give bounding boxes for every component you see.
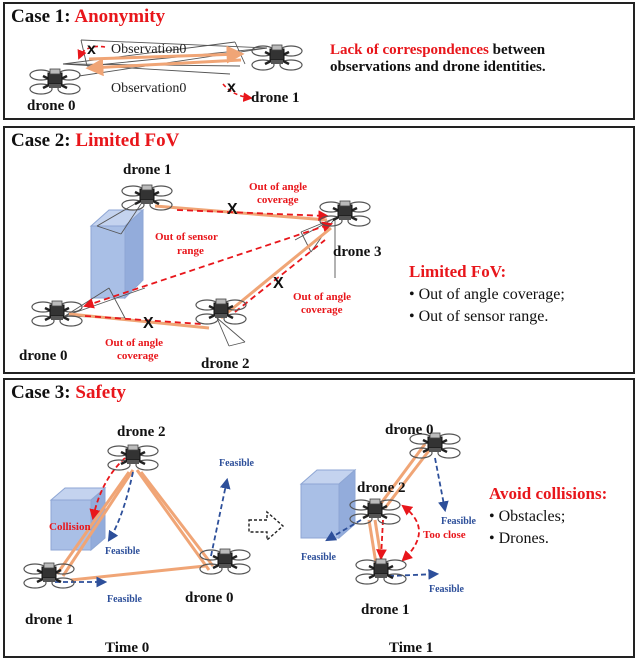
case3-t0-feasible-label-c: Feasible	[219, 458, 255, 469]
case1-x-mark-a: x	[87, 41, 96, 58]
case2-note-angle-right-1: Out of angle	[293, 291, 351, 303]
case3-t1-drone-1	[354, 557, 408, 586]
case1-diagram: x x Observation0 Observation0 drone 0 dr…	[27, 39, 304, 114]
case2-x-mark-0-2: X	[143, 315, 154, 332]
case1-description: Lack of correspondences between observat…	[330, 42, 546, 75]
case2-note-angle-right-2: coverage	[301, 304, 343, 316]
case2-drone-3-label: drone 3	[333, 244, 381, 260]
case3-diagram: drone 2 drone 1 drone 0 Collision Feasib…	[22, 422, 477, 656]
case2-note-angle-bottom-2: coverage	[117, 350, 159, 362]
case1-drone-0-label: drone 0	[27, 98, 75, 114]
case3-t1-too-close-label: Too close	[423, 529, 466, 541]
case3-t0-drone-2-label: drone 2	[117, 424, 165, 440]
case2-x-mark-1-3: X	[227, 201, 238, 218]
case1-mismatch-arrow-b	[222, 83, 253, 102]
case2-legend-item: Out of angle coverage;	[409, 284, 565, 306]
case3-t1-feasible-label-c: Feasible	[429, 584, 465, 595]
case2-legend: Limited FoV: Out of angle coverage; Out …	[409, 262, 565, 328]
case3-t0-drone-0-label: drone 0	[185, 590, 233, 606]
case3-t0-feasible-label-b: Feasible	[107, 594, 143, 605]
case3-t0-feasible-arrow-a	[107, 471, 134, 542]
case3-t1-feasible-arrow-a	[434, 457, 449, 513]
case2-note-range-2: range	[177, 245, 204, 257]
case2-obstacle	[89, 208, 145, 300]
case3-legend-list: Obstacles; Drones.	[489, 506, 607, 550]
case3-t1-obstacle	[299, 468, 357, 540]
case2-legend-title: Limited FoV:	[409, 262, 507, 281]
case3-legend-item: Drones.	[489, 528, 607, 550]
case1-obs-arrow-top	[88, 45, 245, 64]
case1-x-mark-b: x	[227, 79, 236, 96]
case3-t1-drone-0-label: drone 0	[385, 422, 433, 438]
case2-drone-0-label: drone 0	[19, 348, 67, 364]
case2-title: Case 2: Limited FoV	[11, 130, 180, 151]
case3-panel: Case 3: Safety drone 2 drone 1 drone 0 C…	[3, 378, 635, 658]
case3-t1-drone-1-label: drone 1	[361, 602, 409, 618]
case2-x-mark-2-3: X	[273, 275, 284, 292]
case3-t0-drone-2	[106, 443, 160, 472]
case3-t1-drone-2-label: drone 2	[357, 480, 405, 496]
case1-obs-label-bottom: Observation0	[111, 81, 186, 96]
case3-legend-title: Avoid collisions:	[489, 484, 608, 503]
case2-drone-1-label: drone 1	[123, 162, 171, 178]
case2-legend-item: Out of sensor range.	[409, 306, 565, 328]
case3-time1-label: Time 1	[389, 640, 433, 656]
case3-legend-item: Obstacles;	[489, 506, 607, 528]
case2-drone-2-label: drone 2	[201, 356, 249, 372]
case3-t1-red-arrow	[376, 519, 387, 561]
case2-note-angle-top-1: Out of angle	[249, 181, 307, 193]
case3-t0-collision-label: Collision	[49, 521, 91, 533]
case3-t1-feasible-arrow-b	[325, 519, 362, 542]
case2-link-0-2	[68, 312, 210, 330]
case2-panel: Case 2: Limited FoV	[3, 126, 635, 374]
case3-t1-feasible-label-a: Feasible	[441, 516, 477, 527]
case1-obs-label-top: Observation0	[111, 42, 186, 57]
case2-note-range-1: Out of sensor	[155, 231, 218, 243]
case1-mismatch-arrow-a	[77, 45, 106, 60]
case2-dash-1-3	[176, 209, 330, 222]
case2-legend-list: Out of angle coverage; Out of sensor ran…	[409, 284, 565, 328]
case3-title: Case 3: Safety	[11, 382, 127, 403]
case3-t1-too-close-arrow	[401, 504, 420, 562]
case2-dash-0-3	[82, 221, 334, 309]
case3-t0-drone-1-label: drone 1	[25, 612, 73, 628]
case3-legend: Avoid collisions: Obstacles; Drones.	[489, 484, 607, 550]
case3-t0-links	[55, 469, 215, 582]
case3-t1-feasible-label-b: Feasible	[301, 552, 337, 563]
case1-obs-arrow-bottom	[85, 58, 242, 77]
case1-title: Case 1: Anonymity	[11, 6, 166, 27]
case3-t0-feasible-label-a: Feasible	[105, 546, 141, 557]
case3-transition-arrow	[248, 510, 285, 542]
case1-drone-0	[28, 67, 82, 96]
case3-t1-feasible-arrow-c	[388, 568, 440, 580]
case2-diagram: X X X drone 1 drone 3 drone 0 drone 2 Ou…	[19, 162, 381, 372]
case3-t0-drone-1	[22, 561, 76, 590]
case3-t0-feasible-arrow-c	[210, 477, 231, 557]
case2-note-angle-top-2: coverage	[257, 194, 299, 206]
case2-note-angle-bottom-1: Out of angle	[105, 337, 163, 349]
case3-time0-label: Time 0	[105, 640, 149, 656]
case3-t0-collision-arrow	[89, 457, 126, 521]
case1-panel: Case 1: Anonymity x x Observation0 Obser…	[3, 2, 635, 120]
case1-drone-1-label: drone 1	[251, 90, 299, 106]
